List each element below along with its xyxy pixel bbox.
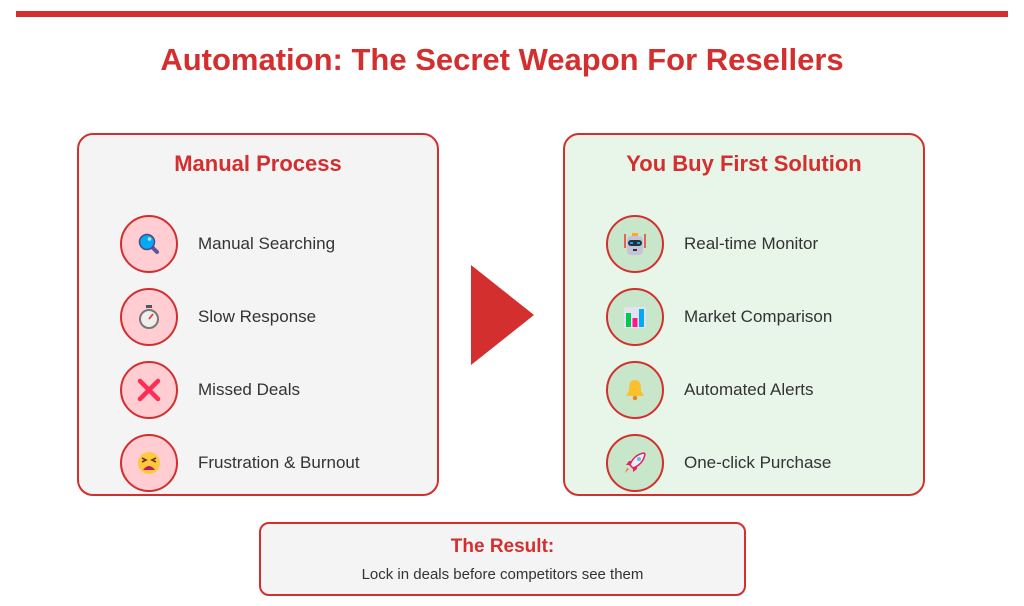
item-label: Missed Deals	[198, 380, 301, 399]
top-accent-bar	[16, 11, 1008, 17]
manual-item: Missed Deals	[120, 359, 300, 421]
arrow-right-icon	[471, 265, 534, 365]
robot-icon	[606, 215, 664, 273]
solution-item: Real-time Monitor	[606, 213, 818, 275]
cross-mark-icon	[120, 361, 178, 419]
item-label: Slow Response	[198, 307, 317, 326]
manual-item: Frustration & Burnout	[120, 432, 360, 494]
item-label: Manual Searching	[198, 234, 336, 253]
manual-item: Slow Response	[120, 286, 316, 348]
manual-process-panel: Manual Process Manual Searching Slow Res…	[77, 133, 439, 496]
bell-icon	[606, 361, 664, 419]
solution-title: You Buy First Solution	[626, 151, 862, 176]
solution-panel: You Buy First Solution Real-time Monitor…	[563, 133, 925, 496]
result-box: The Result: Lock in deals before competi…	[259, 522, 746, 596]
item-label: Automated Alerts	[684, 380, 814, 399]
solution-item: Automated Alerts	[606, 359, 813, 421]
page-title: Automation: The Secret Weapon For Resell…	[160, 42, 844, 77]
stopwatch-icon	[120, 288, 178, 346]
magnifying-glass-icon	[120, 215, 178, 273]
item-label: One-click Purchase	[684, 453, 832, 472]
rocket-icon	[606, 434, 664, 492]
solution-item: One-click Purchase	[606, 432, 831, 494]
tired-face-icon	[120, 434, 178, 492]
solution-item: Market Comparison	[606, 286, 832, 348]
item-label: Frustration & Burnout	[198, 453, 360, 472]
result-title: The Result:	[450, 536, 555, 557]
result-text: Lock in deals before competitors see the…	[361, 566, 644, 583]
item-label: Real-time Monitor	[684, 234, 819, 253]
item-label: Market Comparison	[684, 307, 833, 326]
bar-chart-icon	[606, 288, 664, 346]
manual-item: Manual Searching	[120, 213, 335, 275]
manual-process-title: Manual Process	[174, 151, 342, 176]
